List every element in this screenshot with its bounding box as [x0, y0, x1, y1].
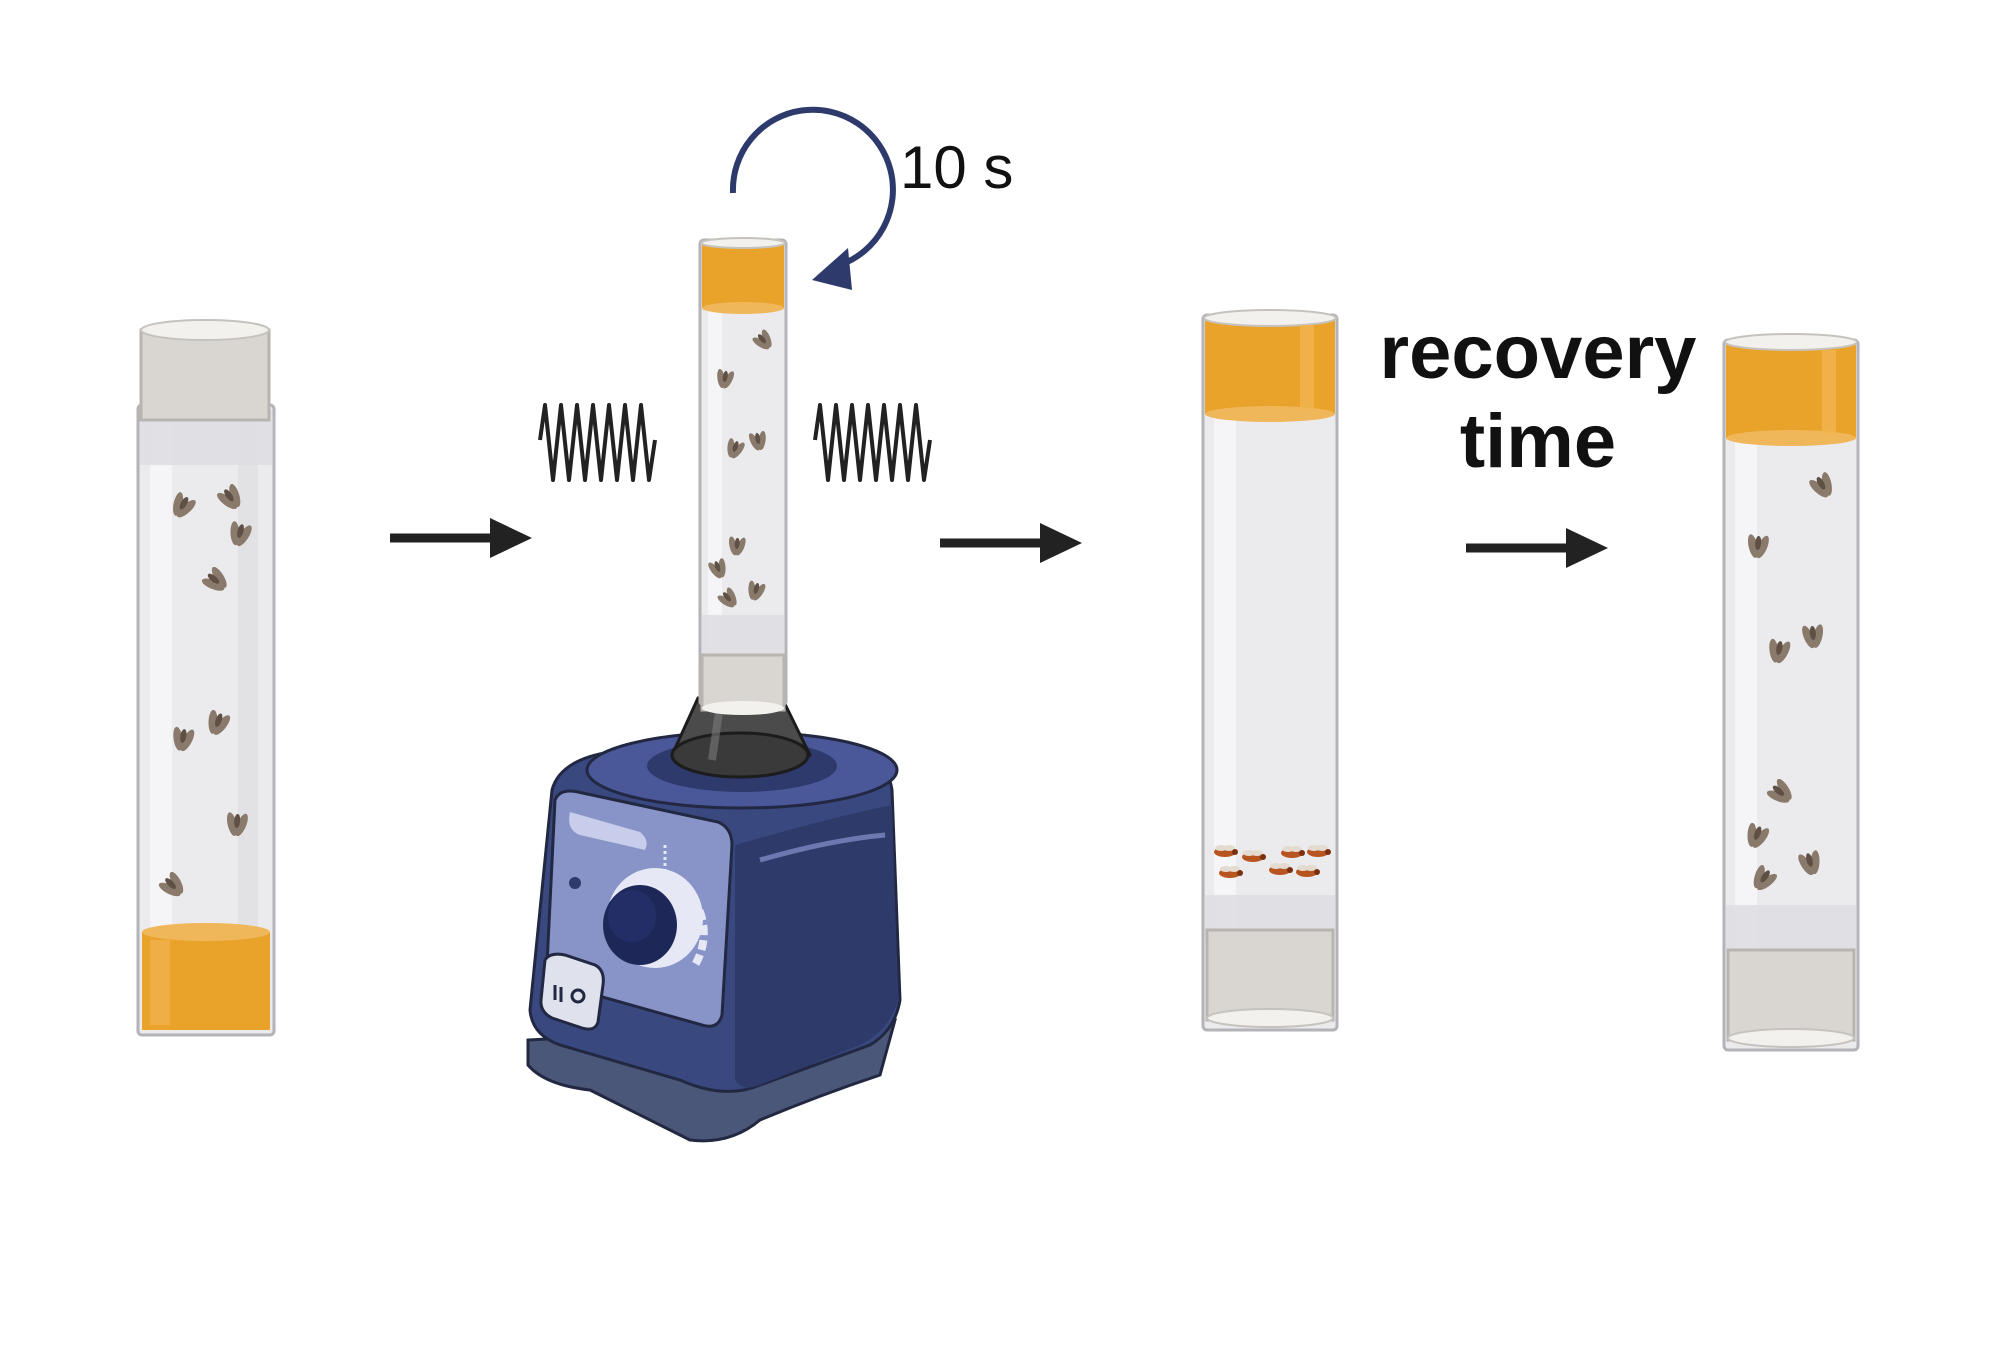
vortex-duration-label: 10 s [900, 134, 1013, 201]
tube-initial [138, 320, 274, 1035]
cotton-plug [1728, 950, 1854, 1047]
tube-recovered [1724, 334, 1858, 1050]
tube-on-vortexer [700, 238, 786, 715]
vibration-wave-icon [540, 405, 655, 480]
cotton-plug [1207, 930, 1333, 1027]
tube-knocked-down [1203, 310, 1337, 1030]
process-arrow-icon [940, 523, 1082, 563]
cotton-plug [141, 320, 269, 420]
process-arrow-icon [1466, 528, 1608, 568]
recovery-label-line2: time [1460, 399, 1616, 484]
fly-food [701, 238, 785, 314]
vibration-wave-icon [815, 405, 930, 480]
fly-food [1725, 334, 1857, 446]
vortexer [528, 698, 900, 1141]
control-panel [541, 791, 732, 1029]
process-arrow-icon [390, 518, 532, 558]
fly-food [142, 923, 270, 1030]
fly-food [1204, 310, 1336, 422]
recovery-label-line1: recovery [1380, 310, 1697, 395]
cotton-plug [702, 655, 784, 715]
